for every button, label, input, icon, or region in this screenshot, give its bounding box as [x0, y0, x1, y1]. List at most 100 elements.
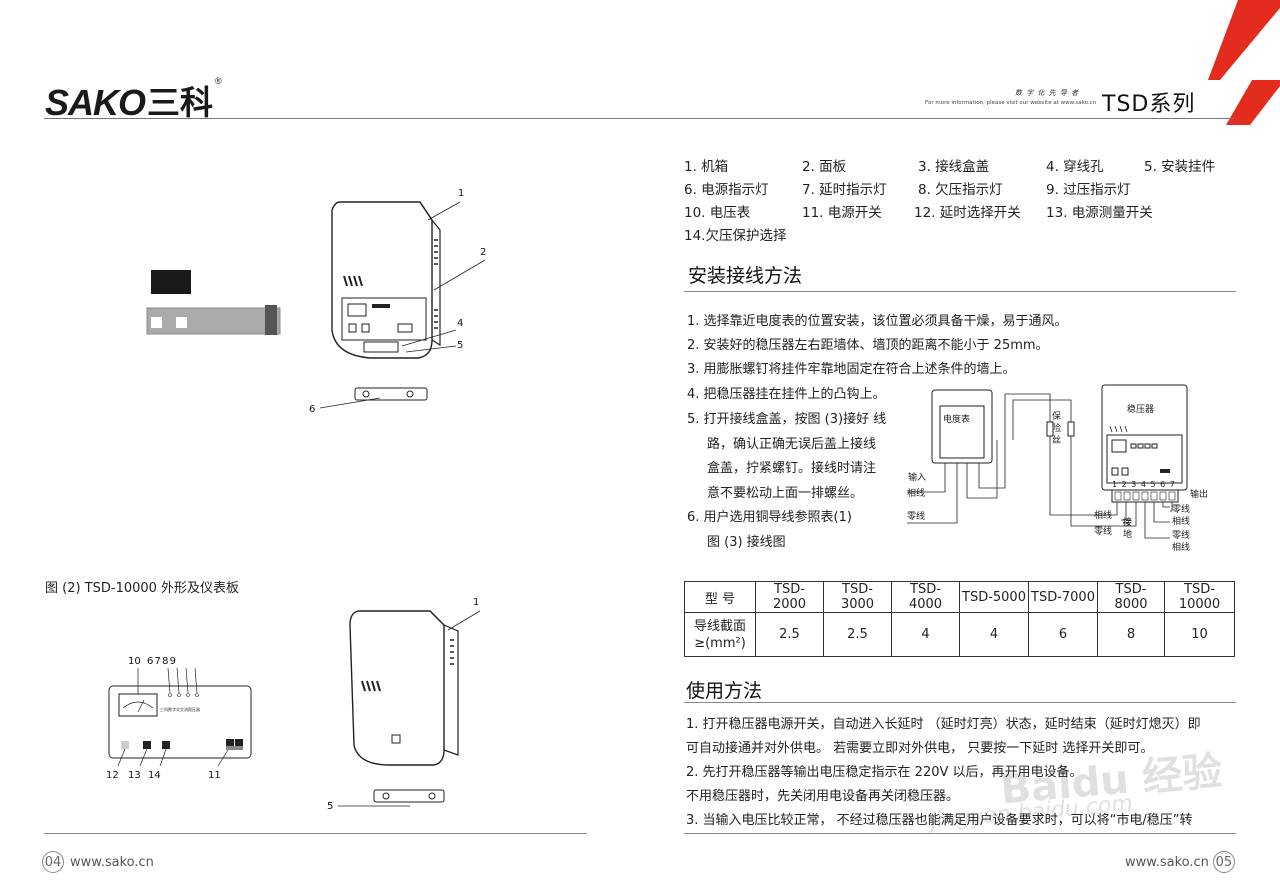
part-12: 12. 延时选择开关: [914, 205, 1021, 221]
table-cell: 4: [959, 612, 1029, 657]
panel-label-13: 13: [128, 770, 141, 781]
usage-text: 1. 打开稳压器电源开关，自动进入长延时 （延时灯亮）状态，延时结束（延时灯熄灭…: [686, 713, 1236, 833]
wiring-fuse-label: 保险丝: [1052, 412, 1062, 446]
install-step-4: 4. 把稳压器挂在挂件上的凸钩上。: [687, 387, 886, 402]
table-row-label-1: 导线截面: [693, 618, 746, 634]
wiring-out-phase-2: 相线: [1172, 543, 1191, 553]
instrument-panel-drawing: [108, 668, 252, 767]
wiring-figure-caption: 图 (3) 接线图: [707, 535, 786, 550]
table-model: TSD-2000: [755, 581, 824, 613]
panel-small-text: 三科数字式交流稳压器: [160, 707, 200, 712]
panel-label-10: 10: [128, 656, 141, 667]
part-11: 11. 电源开关: [802, 205, 882, 221]
wiring-out-neutral-1: 零线: [1172, 505, 1191, 515]
right-footer: www.sako.cn 05: [1125, 851, 1235, 873]
wiring-terminal-numbers: 1 2 3 4 5 6 7: [1112, 480, 1176, 489]
usage-line-2: 可自动接通并对外供电。 若需要立即对外供电， 只要按一下延时 选择开关即可。: [686, 741, 1154, 756]
series-title: TSD系列: [1102, 92, 1196, 117]
figure-1-regulator-drawing: [146, 201, 486, 409]
usage-line-3: 2. 先打开稳压器等输出电压稳定指示在 220V 以后，再开用电设备。: [686, 765, 1083, 780]
part-10: 10. 电压表: [684, 205, 751, 221]
install-step-3: 3. 用膨胀螺钉将挂件牢靠地固定在符合上述条件的墙上。: [687, 362, 1016, 377]
part-1: 1. 机箱: [684, 159, 729, 175]
parts-row-1: 1. 机箱 2. 面板 3. 接线盒盖 4. 穿线孔 5. 安装挂件: [684, 156, 1215, 179]
install-step-5c: 盒盖，拧紧螺钉。接线时请注: [707, 461, 877, 476]
panel-label-6789: 6 7 8 9: [147, 656, 176, 667]
fig2-label-5: 5: [327, 801, 334, 812]
left-footer-site: www.sako.cn: [70, 854, 154, 870]
logo-latin: SAKO: [45, 82, 146, 123]
wiring-ground-label: 接地: [1123, 518, 1133, 540]
table-model: TSD-5000: [959, 581, 1029, 613]
wiring-diagram: [907, 384, 1188, 539]
fig1-label-6: 6: [309, 404, 316, 415]
figure-2-regulator-drawing: [338, 610, 481, 807]
wiring-input-neutral: 零线: [907, 512, 926, 522]
install-step-2: 2. 安装好的稳压器左右距墙体、墙顶的距离不能小于 25mm。: [687, 338, 1049, 353]
part-4: 4. 穿线孔: [1046, 159, 1104, 175]
table-cell: 6: [1028, 612, 1098, 657]
table-model: TSD-4000: [891, 581, 960, 613]
sako-logo: SAKO 三科 ®: [45, 76, 222, 124]
parts-row-3: 10. 电压表 11. 电源开关 12. 延时选择开关 13. 电源测量开关: [684, 202, 1215, 225]
wiring-reg-neutral: 零线: [1094, 527, 1113, 537]
table-header-row: 型 号 TSD-2000 TSD-3000 TSD-4000 TSD-5000 …: [684, 581, 1235, 613]
wiring-regulator-label: 稳压器: [1127, 405, 1155, 415]
right-footer-site: www.sako.cn: [1125, 854, 1209, 870]
figure-2-caption: 图 (2) TSD-10000 外形及仪表板: [45, 581, 240, 596]
wiring-input-phase: 相线: [907, 489, 926, 499]
wiring-input-label: 输入: [908, 473, 927, 483]
panel-label-14: 14: [148, 770, 161, 781]
panel-label-12: 12: [106, 770, 119, 781]
install-heading: 安装接线方法: [688, 265, 803, 287]
table-row-label: 导线截面 ≥(mm²): [684, 612, 756, 657]
wiring-output-label: 输出: [1190, 490, 1209, 500]
fig1-label-4: 4: [457, 318, 464, 329]
part-2: 2. 面板: [802, 159, 847, 175]
table-model: TSD-3000: [823, 581, 892, 613]
table-model: TSD-10000: [1164, 581, 1235, 613]
install-step-5d: 意不要松动上面一排螺丝。: [707, 486, 864, 501]
usage-line-4: 不用稳压器时，先关闭用电设备再关闭稳压器。: [686, 789, 960, 804]
table-cell: 2.5: [755, 612, 824, 657]
fig2-label-1: 1: [473, 597, 480, 608]
wiring-reg-phase: 相线: [1094, 511, 1113, 521]
table-model: TSD-8000: [1097, 581, 1165, 613]
parts-row-2: 6. 电源指示灯 7. 延时指示灯 8. 欠压指示灯 9. 过压指示灯: [684, 179, 1215, 202]
part-6: 6. 电源指示灯: [684, 182, 769, 198]
parts-row-4: 14.欠压保护选择: [684, 225, 1215, 248]
table-value-row: 导线截面 ≥(mm²) 2.5 2.5 4 4 6 8 10: [684, 612, 1235, 657]
usage-line-1: 1. 打开稳压器电源开关，自动进入长延时 （延时灯亮）状态，延时结束（延时灯熄灭…: [686, 717, 1201, 732]
fig1-label-1: 1: [458, 188, 465, 199]
logo-cn: 三科: [147, 84, 214, 121]
part-14: 14.欠压保护选择: [684, 228, 787, 244]
wiring-meter-label: 电度表: [943, 415, 971, 425]
usage-heading-rule: [684, 702, 1236, 703]
page-number-left: 04: [42, 851, 64, 873]
usage-heading: 使用方法: [686, 680, 763, 702]
install-step-6: 6. 用户选用铜导线参照表(1): [687, 510, 852, 525]
left-footer-rule: [44, 833, 587, 834]
usage-line-5: 3. 当输入电压比较正常， 不经过稳压器也能满足用户设备要求时，可以将“市电/稳…: [686, 813, 1193, 828]
wire-size-table: 型 号 TSD-2000 TSD-3000 TSD-4000 TSD-5000 …: [684, 581, 1235, 657]
panel-label-11: 11: [208, 770, 221, 781]
part-3: 3. 接线盒盖: [918, 159, 990, 175]
header-rule: [44, 118, 1234, 119]
more-info-text: For more information, please visit our w…: [925, 100, 1097, 106]
table-cell: 8: [1097, 612, 1165, 657]
part-7: 7. 延时指示灯: [802, 182, 887, 198]
part-5: 5. 安装挂件: [1144, 159, 1216, 175]
wiring-out-neutral-2: 零线: [1172, 531, 1191, 541]
left-footer: 04 www.sako.cn: [42, 851, 154, 873]
logo-registered: ®: [215, 76, 222, 86]
parts-list: 1. 机箱 2. 面板 3. 接线盒盖 4. 穿线孔 5. 安装挂件 6. 电源…: [684, 156, 1215, 248]
table-header-label: 型 号: [684, 581, 756, 613]
red-accent-stripes: [1208, 0, 1280, 125]
table-row-label-2: ≥(mm²): [694, 635, 746, 651]
right-footer-rule: [684, 833, 1236, 834]
install-step-5a: 5. 打开接线盒盖，按图 (3)接好 线: [687, 412, 887, 427]
wiring-out-phase-1: 相线: [1172, 517, 1191, 527]
fig1-label-2: 2: [480, 247, 487, 258]
part-8: 8. 欠压指示灯: [918, 182, 1003, 198]
part-13: 13. 电源测量开关: [1046, 205, 1153, 221]
